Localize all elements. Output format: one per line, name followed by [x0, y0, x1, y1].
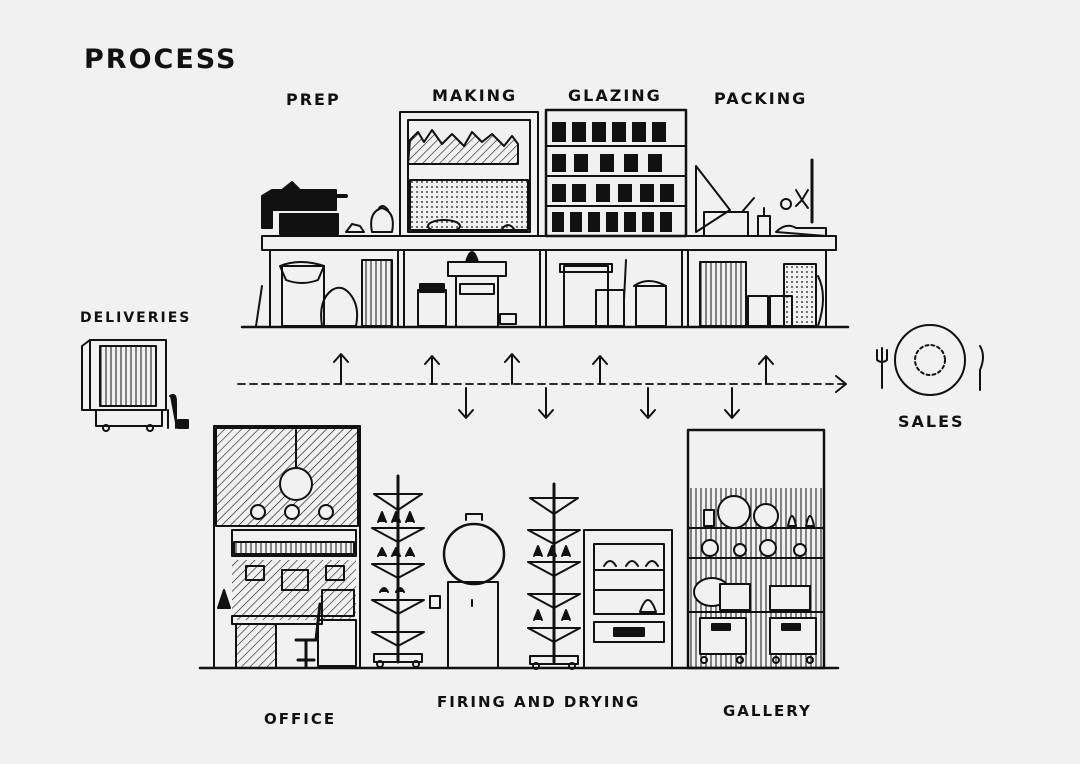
- prep-station: [255, 181, 394, 327]
- label-gallery: GALLERY: [723, 702, 812, 720]
- glazing-station: [544, 108, 688, 327]
- packing-station: [695, 158, 827, 327]
- label-glazing: GLAZING: [568, 86, 662, 105]
- page-title: PROCESS: [84, 44, 238, 75]
- making-station: [399, 111, 539, 327]
- gallery-station: [686, 428, 826, 670]
- sales-table-setting: [876, 324, 984, 396]
- label-making: MAKING: [432, 86, 518, 105]
- label-sales: SALES: [898, 412, 965, 431]
- label-office: OFFICE: [264, 710, 337, 728]
- firing-drying-station: [371, 474, 673, 670]
- label-deliveries: DELIVERIES: [80, 310, 192, 326]
- office-station: [198, 425, 840, 670]
- label-packing: PACKING: [714, 89, 808, 108]
- label-firing-and-drying: FIRING AND DRYING: [437, 693, 641, 711]
- label-prep: PREP: [286, 90, 341, 109]
- flow-line: [237, 353, 847, 419]
- upper-workshop: [240, 235, 850, 329]
- delivery-truck: [81, 339, 189, 432]
